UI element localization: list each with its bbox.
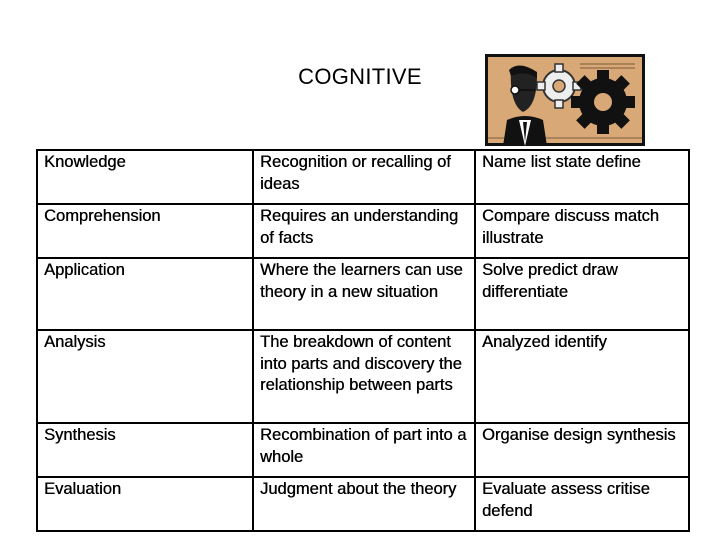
level-cell: Synthesis bbox=[36, 422, 254, 478]
verbs-cell: Evaluate assess critise defend bbox=[474, 476, 690, 532]
description-cell: The breakdown of content into parts and … bbox=[252, 329, 476, 424]
description-cell: Requires an understanding of facts bbox=[252, 203, 476, 259]
description-cell: Where the learners can use theory in a n… bbox=[252, 257, 476, 331]
verbs-cell: Name list state define bbox=[474, 149, 690, 205]
page-title: COGNITIVE bbox=[298, 64, 422, 89]
verbs-cell: Analyzed identify bbox=[474, 329, 690, 424]
table-row: Comprehension Requires an understanding … bbox=[36, 203, 690, 259]
level-cell: Analysis bbox=[36, 329, 254, 424]
table-row: Knowledge Recognition or recalling of id… bbox=[36, 149, 690, 205]
verbs-cell: Organise design synthesis bbox=[474, 422, 690, 478]
verbs-cell: Compare discuss match illustrate bbox=[474, 203, 690, 259]
businessman-gears-icon bbox=[485, 54, 645, 146]
table-row: Analysis The breakdown of content into p… bbox=[36, 329, 690, 424]
description-cell: Judgment about the theory bbox=[252, 476, 476, 532]
level-cell: Evaluation bbox=[36, 476, 254, 532]
level-cell: Knowledge bbox=[36, 149, 254, 205]
description-cell: Recognition or recalling of ideas bbox=[252, 149, 476, 205]
verbs-cell: Solve predict draw differentiate bbox=[474, 257, 690, 331]
level-cell: Comprehension bbox=[36, 203, 254, 259]
description-cell: Recombination of part into a whole bbox=[252, 422, 476, 478]
table-row: Application Where the learners can use t… bbox=[36, 257, 690, 331]
table-row: Synthesis Recombination of part into a w… bbox=[36, 422, 690, 478]
level-cell: Application bbox=[36, 257, 254, 331]
cognitive-levels-table: Knowledge Recognition or recalling of id… bbox=[36, 149, 690, 532]
table-row: Evaluation Judgment about the theory Eva… bbox=[36, 476, 690, 532]
